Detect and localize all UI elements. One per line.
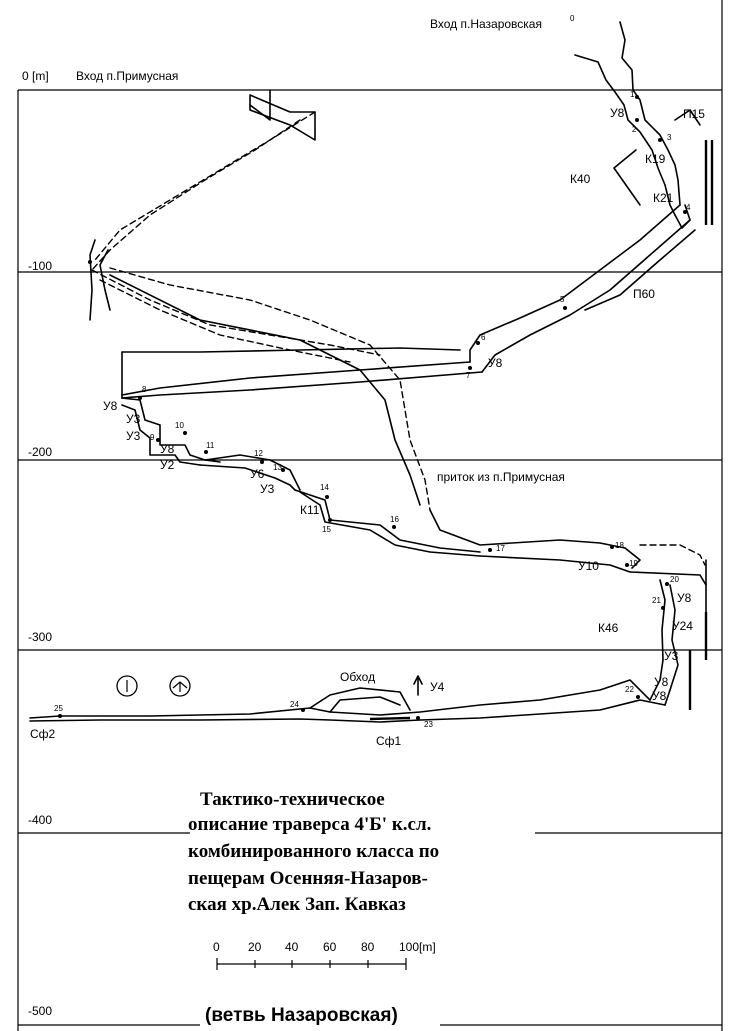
scale-tick-80: 80 [361, 940, 375, 954]
station-6: 6 [481, 333, 486, 342]
label-u8-top: У8 [610, 106, 625, 120]
label-u24: У24 [672, 619, 693, 633]
bat-icon [169, 675, 191, 697]
entrance-nazarovskaya-label: Вход п.Назаровская [430, 17, 542, 31]
feature-labels: У8 П15 К19 К40 К21 П60 У8 У8 У3 У3 У8 У2… [30, 106, 705, 748]
label-u8-c: У8 [677, 591, 692, 605]
station-12: 12 [254, 449, 263, 458]
depth-grid [18, 89, 722, 1026]
station-22: 22 [625, 685, 634, 694]
station-dots [58, 95, 687, 720]
title-line-5: ская хр.Алек Зап. Кавказ [188, 894, 406, 915]
main-meander [121, 204, 696, 399]
depth-label-500: -500 [28, 1004, 52, 1018]
station-4: 4 [686, 203, 691, 212]
station-5: 5 [560, 295, 565, 304]
depth-label-200: -200 [28, 445, 52, 459]
label-u6: У6 [250, 467, 265, 481]
label-u3-a: У3 [126, 412, 141, 426]
label-u8-mid: У8 [488, 356, 503, 370]
label-u10: У10 [578, 559, 599, 573]
station-numbers: 1 2 3 4 5 6 7 8 9 10 11 12 13 14 15 16 1… [54, 14, 691, 729]
label-sump1: Сф1 [376, 734, 402, 748]
station-8: 8 [142, 385, 147, 394]
station-9: 9 [150, 433, 155, 442]
nazarovskaya-upper-passage [574, 21, 714, 229]
scale-tick-100: 100[m] [399, 940, 436, 954]
label-k11: К11 [300, 503, 320, 517]
scale-bar: 0 20 40 60 80 100[m] [213, 940, 436, 970]
station-23: 23 [424, 720, 433, 729]
scale-tick-60: 60 [323, 940, 337, 954]
station-3: 3 [667, 133, 672, 142]
label-u4: У4 [430, 680, 445, 694]
station-19: 19 [629, 559, 638, 568]
station-15: 15 [322, 525, 331, 534]
label-sump2: Сф2 [30, 727, 56, 741]
title-line-1: Тактико-техническое [200, 789, 385, 810]
label-u3-c: У3 [260, 482, 275, 496]
label-u3-b: У3 [126, 429, 141, 443]
label-bypass: Обход [340, 670, 375, 684]
label-p60: П60 [633, 287, 655, 301]
station-11: 11 [206, 441, 215, 450]
label-k19: К19 [645, 152, 666, 166]
label-u3-d: У3 [664, 649, 679, 663]
scale-tick-20: 20 [248, 940, 262, 954]
title-line-2: описание траверса 4'Б' к.сл. [188, 814, 431, 835]
station-2: 2 [632, 125, 637, 134]
scale-tick-40: 40 [285, 940, 299, 954]
lower-stepped-passage [121, 397, 708, 710]
sump-gallery [29, 675, 666, 723]
scale-tick-0: 0 [213, 940, 220, 954]
label-k21: К21 [653, 191, 674, 205]
label-u8-e: У8 [652, 689, 667, 703]
station-10: 10 [175, 421, 184, 430]
station-17: 17 [496, 544, 505, 553]
station-20: 20 [670, 575, 679, 584]
station-21: 21 [652, 596, 661, 605]
label-k46: К46 [598, 621, 619, 635]
station-13: 13 [273, 463, 282, 472]
station-24: 24 [290, 700, 299, 709]
depth-label-300: -300 [28, 630, 52, 644]
station-18: 18 [615, 541, 624, 550]
primusnaya-passage [89, 89, 431, 511]
depth-label-0: 0 [m] [22, 69, 49, 83]
title-block: Тактико-техническое описание траверса 4'… [188, 789, 439, 915]
label-u8-b: У8 [160, 442, 175, 456]
compass-icon [116, 675, 138, 697]
label-u8-left: У8 [103, 399, 118, 413]
legend-icons [116, 675, 191, 697]
branch-caption: (ветвь Назаровская) [205, 1005, 398, 1026]
label-primusnaya-inflow: приток из п.Примусная [437, 470, 565, 484]
station-14: 14 [320, 483, 329, 492]
frame [17, 0, 723, 1031]
label-u2: У2 [160, 458, 175, 472]
station-16: 16 [390, 515, 399, 524]
station-7: 7 [466, 371, 471, 380]
label-k40: К40 [570, 172, 591, 186]
station-25: 25 [54, 704, 63, 713]
depth-label-400: -400 [28, 813, 52, 827]
title-line-3: комбинированного класса по [188, 841, 439, 862]
depth-label-100: -100 [28, 259, 52, 273]
title-line-4: пещерам Осенняя-Назаров- [188, 868, 428, 889]
entrance-primusnaya-label: Вход п.Примусная [76, 69, 178, 83]
station-0: 0 [570, 14, 575, 23]
label-p15: П15 [683, 107, 705, 121]
label-u8-d: У8 [654, 675, 669, 689]
station-1: 1 [630, 90, 635, 99]
